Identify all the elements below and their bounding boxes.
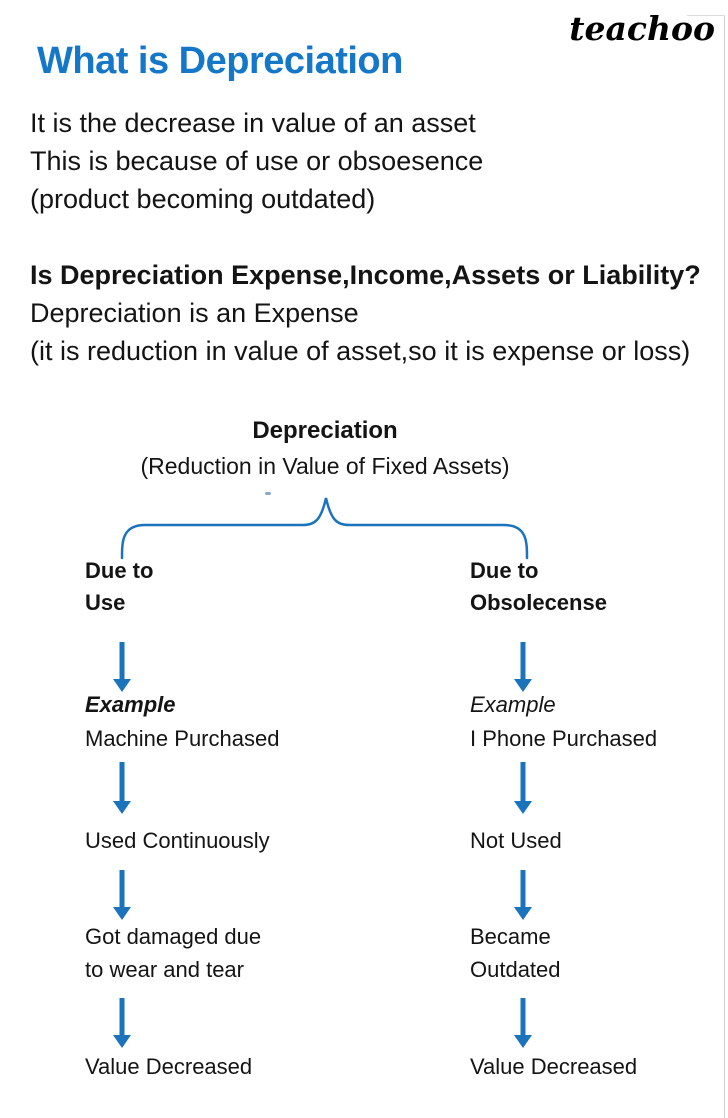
- down-arrow-icon: [113, 998, 131, 1048]
- right-result: Value Decreased: [470, 1054, 638, 1079]
- down-arrow-icon: [113, 762, 131, 814]
- down-arrow-icon: [514, 762, 532, 814]
- teachoo-logo: teachoo: [569, 9, 715, 48]
- qa-question: Is Depreciation Expense,Income,Assets or…: [30, 260, 701, 290]
- down-arrow-icon: [113, 642, 131, 692]
- right-step-3-line-1: Became: [470, 924, 551, 949]
- diagram-root-title: Depreciation: [252, 417, 398, 444]
- down-arrow-icon: [113, 870, 131, 920]
- right-cause-line-1: Due to: [470, 558, 539, 583]
- left-step-3-line-2: to wear and tear: [85, 957, 244, 982]
- down-arrow-icon: [514, 642, 532, 692]
- page-edge-line: [724, 16, 725, 1118]
- left-branch-cause: Due to Use: [85, 555, 153, 619]
- right-example-item: I Phone Purchased: [470, 726, 658, 751]
- right-step-3-line-2: Outdated: [470, 957, 561, 982]
- stray-mark: [265, 492, 271, 495]
- left-step-3: Got damaged due to wear and tear: [85, 920, 261, 986]
- diagram-root-subtitle: (Reduction in Value of Fixed Assets): [140, 453, 510, 479]
- intro-paragraph: It is the decrease in value of an asset …: [30, 104, 483, 218]
- qa-answer: Depreciation is an Expense: [30, 298, 359, 328]
- down-arrow-icon: [514, 998, 532, 1048]
- left-example-item: Machine Purchased: [85, 726, 280, 751]
- left-cause-line-2: Use: [85, 590, 126, 615]
- curly-brace-icon: [120, 497, 529, 560]
- left-cause-line-1: Due to: [85, 558, 154, 583]
- left-step-2: Used Continuously: [85, 828, 270, 853]
- intro-line-2: This is because of use or obsoesence: [30, 146, 484, 176]
- left-step-3-line-1: Got damaged due: [85, 924, 262, 949]
- left-example-label: Example: [85, 692, 176, 717]
- right-step-3: Became Outdated: [470, 920, 561, 986]
- page-title: What is Depreciation: [37, 40, 403, 82]
- qa-paragraph: Is Depreciation Expense,Income,Assets or…: [30, 256, 701, 370]
- right-cause-line-2: Obsolecense: [470, 590, 607, 615]
- right-step-2: Not Used: [470, 828, 562, 853]
- down-arrow-icon: [514, 870, 532, 920]
- intro-line-1: It is the decrease in value of an asset: [30, 108, 476, 138]
- qa-note: (it is reduction in value of asset,so it…: [30, 336, 691, 366]
- right-branch-cause: Due to Obsolecense: [470, 555, 607, 619]
- left-result: Value Decreased: [85, 1054, 253, 1079]
- intro-line-3: (product becoming outdated): [30, 184, 376, 214]
- page-edge-line-top: [687, 15, 725, 16]
- right-example-label: Example: [470, 692, 556, 717]
